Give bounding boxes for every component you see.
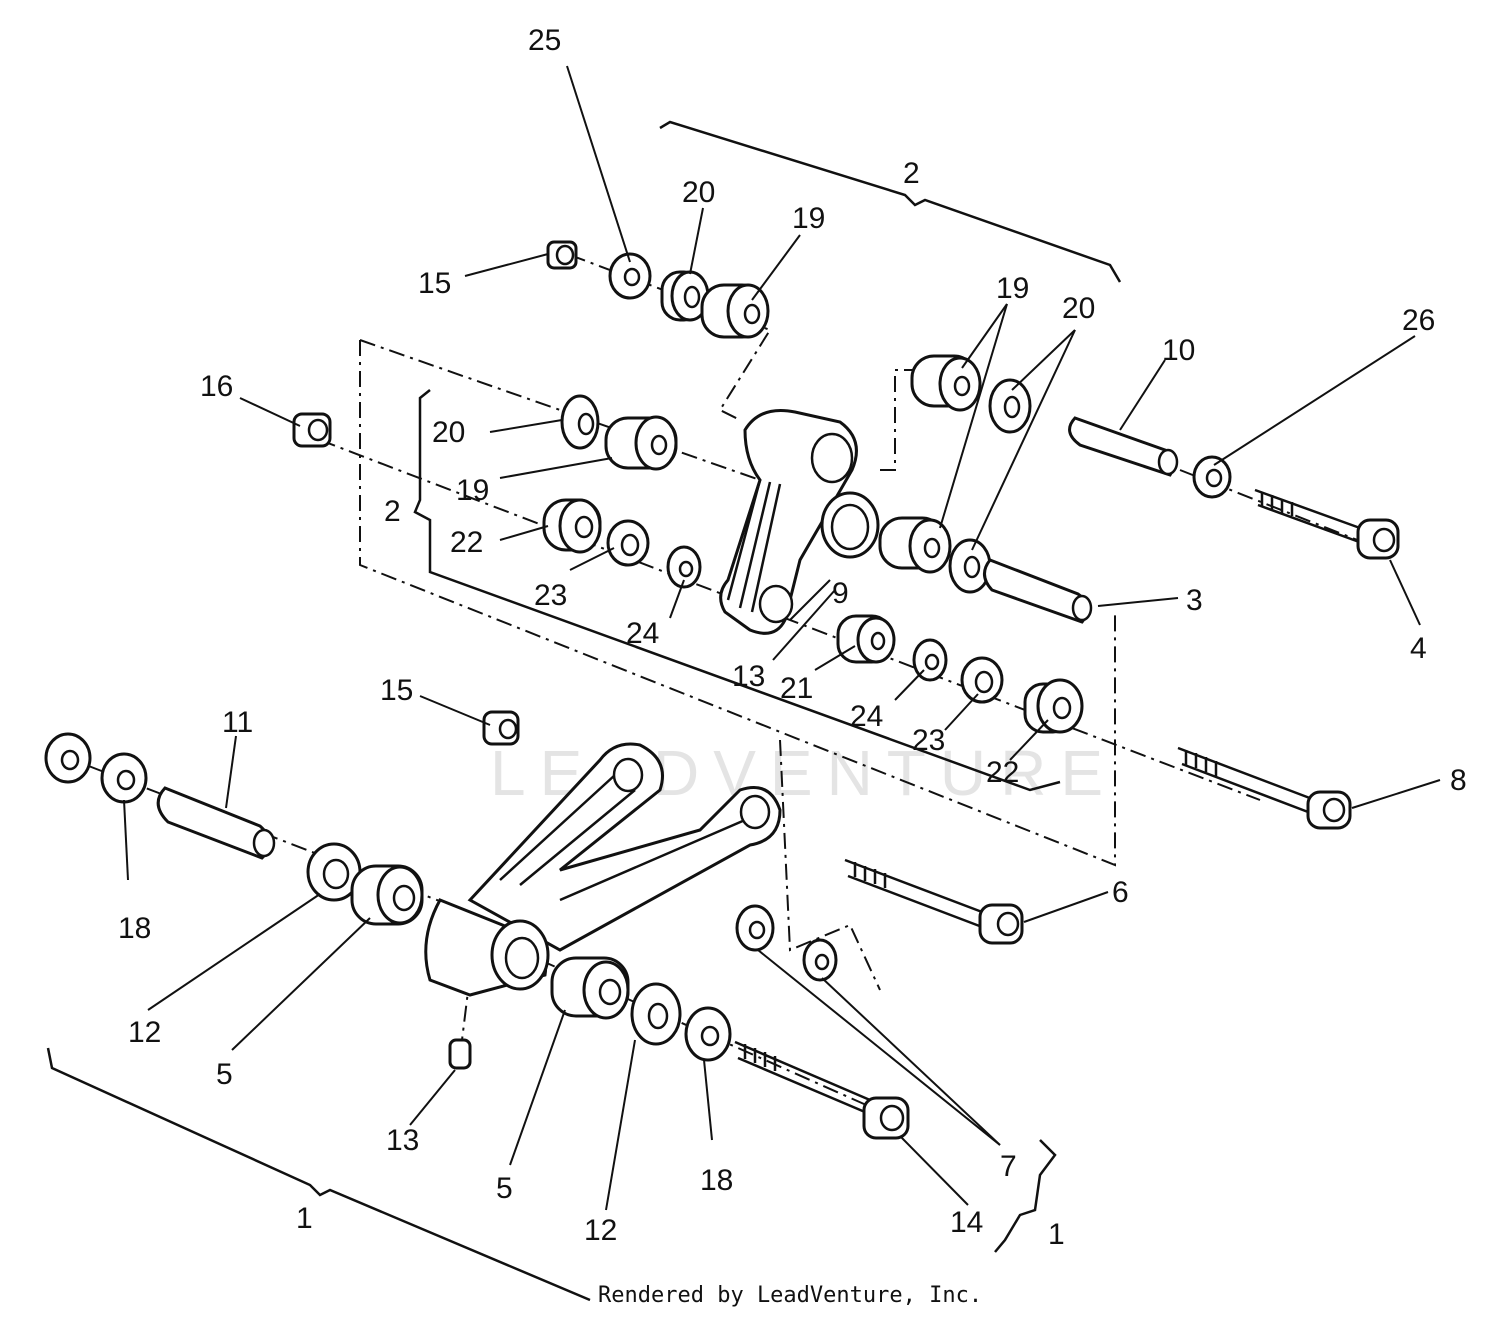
shaft-10 — [1068, 416, 1179, 477]
axis-lower-link — [779, 739, 881, 991]
rocker-arm — [424, 742, 782, 997]
callout-25: 25 — [528, 24, 561, 57]
callout-20-left: 20 — [432, 416, 465, 449]
grease-fitting-13-lower — [448, 1038, 472, 1070]
credit-text: Rendered by LeadVenture, Inc. — [598, 1283, 982, 1308]
collar-22-left — [542, 498, 602, 554]
nut-15-top — [546, 240, 578, 270]
callout-8: 8 — [1450, 764, 1467, 797]
callout-6: 6 — [1112, 876, 1129, 909]
callout-23-left: 23 — [534, 579, 567, 612]
callout-12-right: 12 — [584, 1214, 617, 1247]
callout-9: 9 — [832, 577, 849, 610]
callout-13-upper: 13 — [732, 660, 765, 693]
bushing-19-left — [604, 415, 678, 471]
bracket-assembly-1-bottom — [46, 1047, 591, 1302]
callout-5-left: 5 — [216, 1058, 233, 1091]
callout-21: 21 — [780, 672, 813, 705]
callout-19-top: 19 — [792, 202, 825, 235]
callout-26: 26 — [1402, 304, 1435, 337]
callout-13-lower: 13 — [386, 1124, 419, 1157]
callout-1-left: 1 — [296, 1202, 313, 1235]
callout-15-top: 15 — [418, 267, 451, 300]
washer-24-left — [666, 545, 702, 589]
washer-7-lower — [802, 938, 838, 982]
callout-2-left: 2 — [384, 495, 401, 528]
callout-23-right: 23 — [912, 724, 945, 757]
bushing-19-right-lower — [878, 516, 952, 574]
callout-16: 16 — [200, 370, 233, 403]
callout-24-right: 24 — [850, 700, 883, 733]
bushing-19-right-upper — [910, 354, 982, 412]
callout-20-top: 20 — [682, 176, 715, 209]
callout-22-right: 22 — [986, 756, 1019, 789]
bracket-assembly-1-right — [994, 1139, 1057, 1253]
collar-22-right — [1023, 678, 1084, 734]
shaft-3 — [983, 558, 1093, 624]
bushing-5-left — [350, 864, 424, 926]
shaft-11 — [156, 786, 276, 860]
leader-lines — [123, 65, 1441, 1211]
bushing-19-top — [700, 283, 770, 339]
callout-14: 14 — [950, 1206, 983, 1239]
washer-24-right — [912, 638, 948, 682]
callout-22-left: 22 — [450, 526, 483, 559]
bracket-assembly-2-left — [413, 389, 1061, 792]
callout-18-left: 18 — [118, 912, 151, 945]
callout-18-right: 18 — [700, 1164, 733, 1197]
frame-top-edge — [359, 339, 761, 481]
bushing-21 — [836, 614, 896, 664]
callout-2-top: 2 — [903, 157, 920, 190]
callouts: 25 2 20 19 15 19 20 26 10 16 20 19 2 22 … — [118, 24, 1467, 1251]
bolt-4 — [1254, 488, 1400, 560]
connecting-rod-9 — [719, 409, 880, 635]
nut-16 — [292, 412, 332, 448]
collar-12-left — [306, 842, 362, 902]
bolt-14 — [734, 1040, 910, 1140]
callout-24-left: 24 — [626, 617, 659, 650]
callout-3: 3 — [1186, 584, 1203, 617]
callout-4: 4 — [1410, 632, 1427, 665]
washer-18-left — [100, 752, 148, 804]
washer-26 — [1192, 455, 1232, 499]
collar-20-left — [560, 394, 600, 450]
callout-10: 10 — [1162, 334, 1195, 367]
callout-15-lower: 15 — [380, 674, 413, 707]
collar-20-right-lower — [948, 538, 992, 594]
washer-far-left — [44, 732, 92, 784]
washer-7-upper — [735, 904, 775, 952]
bolt-8 — [1177, 746, 1352, 830]
collar-12-right — [630, 982, 682, 1046]
frame-rectangle — [359, 340, 1116, 867]
seal-23-right — [960, 656, 1004, 704]
callout-12-left: 12 — [128, 1016, 161, 1049]
bushing-5-right — [550, 956, 630, 1020]
callout-5-right: 5 — [496, 1172, 513, 1205]
callout-19-left: 19 — [456, 474, 489, 507]
bolt-6 — [844, 858, 1024, 945]
callout-20-right: 20 — [1062, 292, 1095, 325]
collar-20-right-upper — [988, 378, 1032, 434]
callout-1-right: 1 — [1048, 1218, 1065, 1251]
callout-11: 11 — [222, 706, 253, 739]
washer-18-right — [684, 1006, 732, 1062]
seal-23-left — [606, 519, 650, 567]
callout-7: 7 — [1000, 1150, 1017, 1183]
nut-15-lower — [482, 710, 520, 746]
washer-25 — [608, 252, 652, 300]
bracket-assembly-2-top — [659, 120, 1122, 283]
callout-19-right: 19 — [996, 272, 1029, 305]
